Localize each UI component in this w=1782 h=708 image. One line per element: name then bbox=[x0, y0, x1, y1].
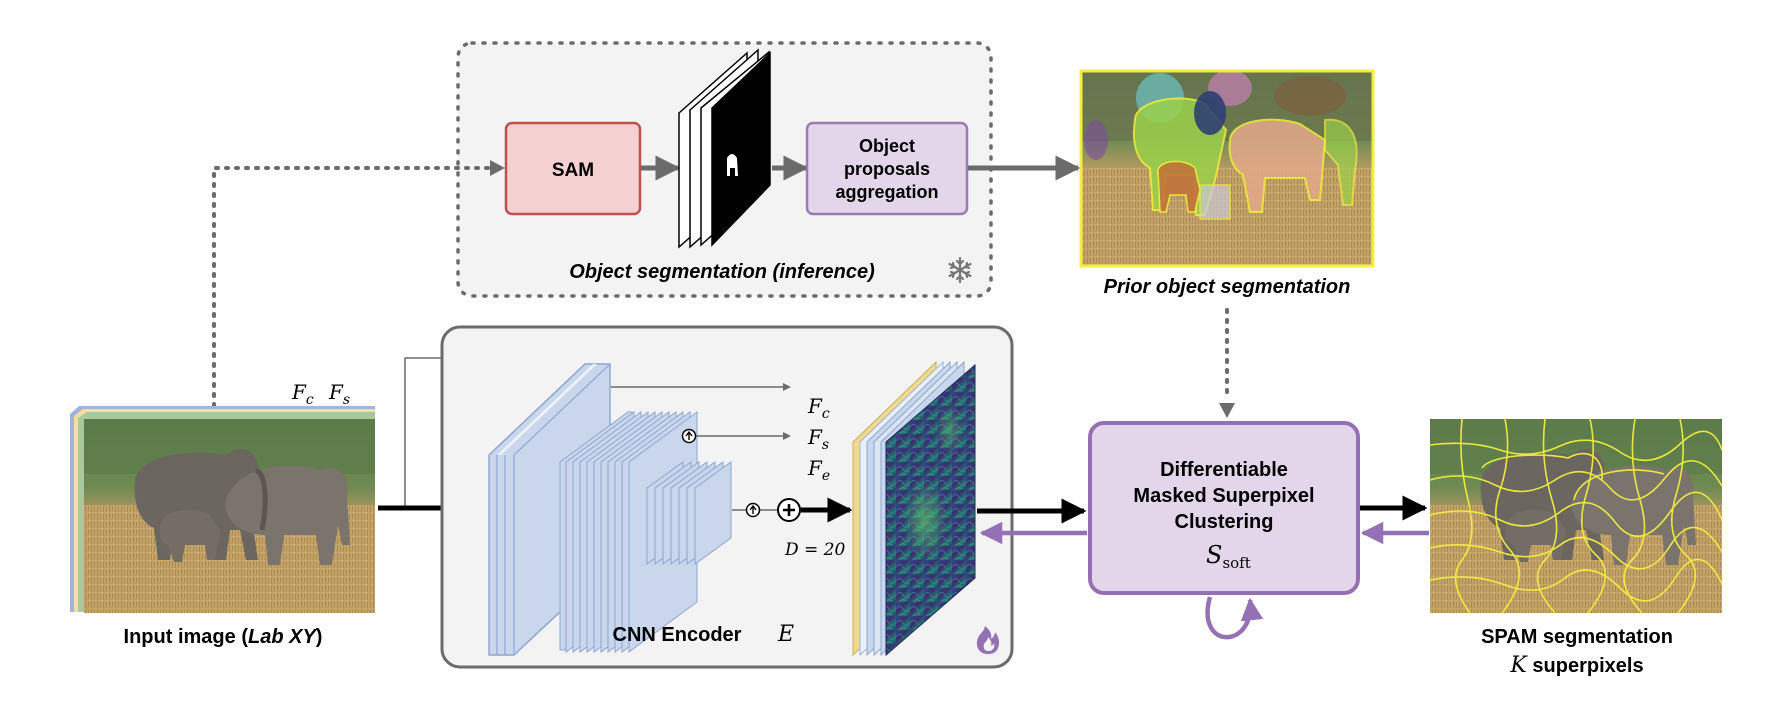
sam-block: SAM bbox=[504, 121, 642, 216]
concat-plus-icon bbox=[777, 498, 801, 522]
cnn-encoder-symbol: E bbox=[777, 622, 794, 647]
clustering-label-line2: Masked Superpixel bbox=[1133, 485, 1314, 507]
input-to-sam-arrow bbox=[212, 166, 504, 408]
object-segmentation-panel: Object segmentation (inference) SAM bbox=[456, 41, 993, 298]
input-feature-label-fc: Fc bbox=[291, 380, 314, 408]
upsample-icon bbox=[745, 502, 761, 518]
spam-segmentation-image bbox=[1429, 418, 1723, 614]
clustering-symbol: Ssoft bbox=[1206, 541, 1251, 572]
encoder-output-fc: Fc bbox=[807, 394, 830, 422]
feature-map-stack bbox=[852, 360, 976, 657]
snowflake-icon bbox=[948, 256, 972, 284]
clustering-block: Differentiable Masked Superpixel Cluster… bbox=[1088, 421, 1360, 595]
feature-dimension-label: D = 20 bbox=[784, 540, 845, 560]
input-image-caption: Input image (Lab XY) bbox=[124, 626, 323, 648]
superpixel-count-caption: K superpixels bbox=[1509, 653, 1643, 678]
clustering-self-loop bbox=[1205, 596, 1264, 640]
aggregation-block: Object proposals aggregation bbox=[805, 121, 969, 216]
aggregation-label-line2: proposals bbox=[844, 159, 930, 179]
flame-icon bbox=[976, 626, 1000, 654]
cnn-encoder-panel: Fc Fs Fe D = 20 CNN Encoder E bbox=[440, 325, 1014, 669]
aggregation-label-line1: Object bbox=[859, 136, 915, 156]
sam-label: SAM bbox=[552, 160, 594, 181]
prior-segmentation-image bbox=[1079, 69, 1375, 268]
clustering-label-line1: Differentiable bbox=[1160, 459, 1288, 481]
encoder-block-3 bbox=[646, 461, 732, 565]
input-image-stack bbox=[70, 406, 375, 613]
encoder-output-fe: Fe bbox=[807, 456, 830, 484]
input-feature-label-fs: Fs bbox=[328, 380, 350, 408]
clustering-label-line3: Clustering bbox=[1175, 511, 1274, 533]
upsample-icon bbox=[681, 428, 697, 444]
cnn-encoder-title: CNN Encoder bbox=[613, 624, 742, 646]
encoder-output-fs: Fs bbox=[807, 425, 829, 453]
aggregation-label-line3: aggregation bbox=[835, 182, 938, 202]
prior-segmentation-caption: Prior object segmentation bbox=[1104, 276, 1351, 298]
mask-stack bbox=[678, 48, 771, 249]
object-segmentation-title: Object segmentation (inference) bbox=[569, 261, 875, 283]
spam-segmentation-caption: SPAM segmentation bbox=[1481, 626, 1673, 648]
